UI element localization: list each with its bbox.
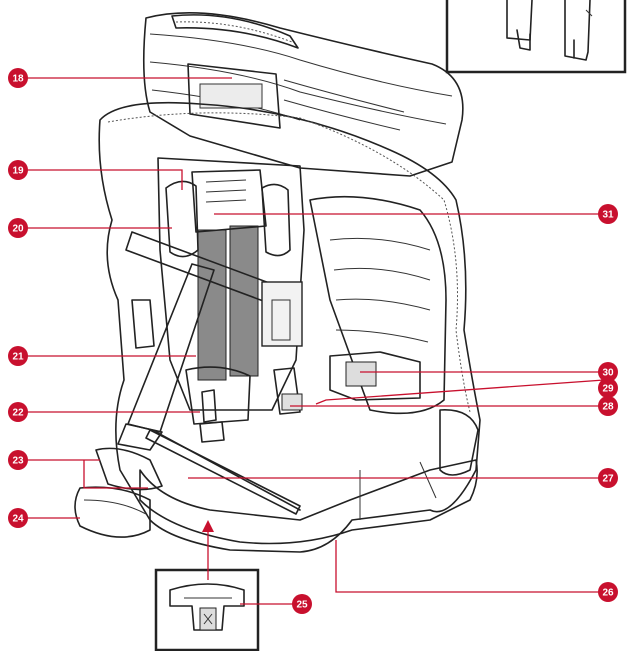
side-impact-component xyxy=(329,351,421,401)
leader-29 xyxy=(315,379,605,405)
callout-24-label: 24 xyxy=(12,514,24,525)
callout-31: 31 xyxy=(598,204,618,224)
insertion-arrow xyxy=(202,520,214,580)
callout-29: 29 xyxy=(598,378,618,398)
callout-22: 22 xyxy=(8,402,28,422)
callout-24: 24 xyxy=(8,508,28,528)
leader-23 xyxy=(22,459,148,489)
callout-27-label: 27 xyxy=(602,474,614,485)
callout-30-label: 30 xyxy=(602,368,614,379)
leader-26 xyxy=(335,540,604,593)
callout-26-label: 26 xyxy=(602,588,614,599)
callout-21-label: 21 xyxy=(12,352,24,363)
inset-detail-bottom xyxy=(154,568,260,651)
seat-back-interior xyxy=(157,157,305,411)
callout-29-label: 29 xyxy=(602,384,614,395)
callout-26: 26 xyxy=(598,582,618,602)
callout-21: 21 xyxy=(8,346,28,366)
inset-detail-top xyxy=(445,0,627,74)
callout-31-label: 31 xyxy=(602,210,614,221)
callout-badges: 18 19 20 21 22 23 24 25 26 27 28 29 30 3… xyxy=(8,68,618,614)
car-seat-illustration: 18 19 20 21 22 23 24 25 26 27 28 29 30 3… xyxy=(8,0,627,651)
support-leg xyxy=(117,231,303,451)
callout-27: 27 xyxy=(598,468,618,488)
support-leg-foot xyxy=(74,447,163,538)
callout-19: 19 xyxy=(8,160,28,180)
callout-23: 23 xyxy=(8,450,28,470)
callout-22-label: 22 xyxy=(12,408,24,419)
callout-25-label: 25 xyxy=(296,600,308,611)
callout-19-label: 19 xyxy=(12,166,24,177)
callout-28: 28 xyxy=(598,396,618,416)
seat-shell xyxy=(98,101,481,553)
callout-18-label: 18 xyxy=(12,74,24,85)
leader-lines xyxy=(22,77,605,605)
callout-23-label: 23 xyxy=(12,456,24,467)
buckle-area xyxy=(185,366,251,443)
callout-20: 20 xyxy=(8,218,28,238)
leader-19 xyxy=(22,169,183,190)
callout-30: 30 xyxy=(598,362,618,382)
callout-18: 18 xyxy=(8,68,28,88)
callout-25: 25 xyxy=(292,594,312,614)
callout-28-label: 28 xyxy=(602,402,614,413)
headrest xyxy=(142,12,464,177)
callout-20-label: 20 xyxy=(12,224,24,235)
